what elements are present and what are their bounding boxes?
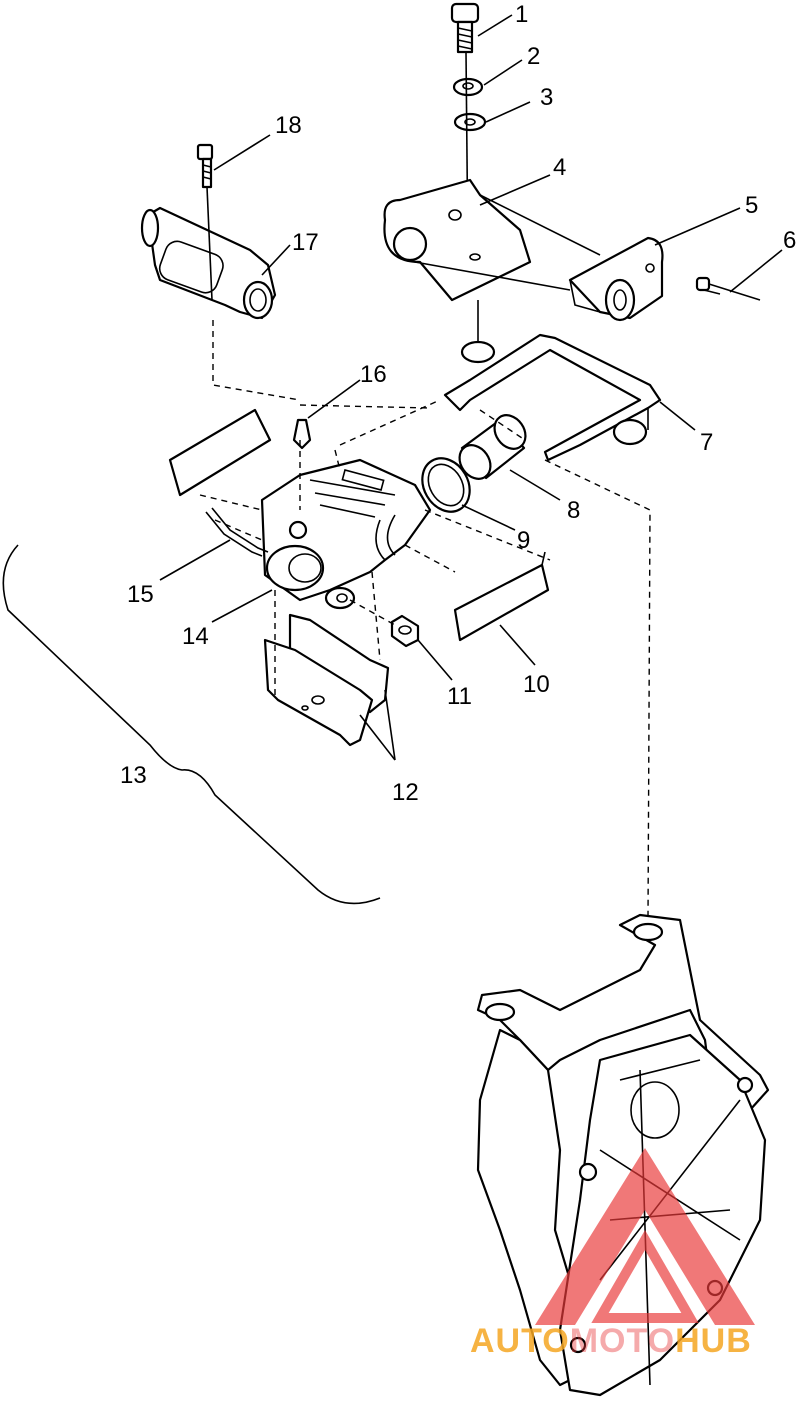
part-4-bracket <box>383 178 601 302</box>
watermark-text-moto: MOTO <box>570 1322 675 1360</box>
callout-numbers: 1 2 3 4 5 6 7 8 9 10 11 12 13 14 15 16 1… <box>120 1 796 806</box>
watermark-text-auto: AUTO <box>470 1322 570 1360</box>
callout-11: 11 <box>447 683 472 710</box>
callout-4: 4 <box>553 154 566 181</box>
watermark-inner-triangle-icon <box>591 1229 699 1323</box>
watermark-triangle-icon <box>535 1148 755 1325</box>
part-16-bleeder <box>292 418 312 450</box>
watermark-logo: AUTOMOTOHUB <box>470 1148 755 1360</box>
part-15-brake-line <box>205 507 269 557</box>
part-3-flat-washer <box>453 112 487 132</box>
part-6-cable <box>695 276 761 301</box>
caliper-shim <box>168 408 272 497</box>
part-13-assembly-brace <box>2 544 381 905</box>
part-1-bolt <box>450 2 480 54</box>
part-12-brake-pads <box>263 613 390 747</box>
part-17-master-cylinder <box>140 206 277 320</box>
part-5-arm <box>414 236 664 322</box>
part-8-bushing <box>458 414 527 480</box>
callout-17: 17 <box>292 229 319 256</box>
callout-5: 5 <box>745 192 758 219</box>
assembly-guide-lines <box>199 320 651 919</box>
callout-2: 2 <box>527 43 540 70</box>
callout-12: 12 <box>392 779 419 806</box>
callout-16: 16 <box>360 361 387 388</box>
part-9-o-ring <box>421 457 471 513</box>
callout-7: 7 <box>700 429 713 456</box>
callout-10: 10 <box>523 671 550 698</box>
part-11-nut <box>390 614 420 648</box>
callout-8: 8 <box>567 497 580 524</box>
watermark-text-hub: HUB <box>675 1322 752 1360</box>
callout-14: 14 <box>182 623 209 650</box>
callout-6: 6 <box>783 227 796 254</box>
callout-3: 3 <box>540 84 553 111</box>
part-14-caliper <box>260 458 432 610</box>
callout-13: 13 <box>120 762 147 789</box>
callout-1: 1 <box>515 1 528 28</box>
callout-9: 9 <box>517 527 530 554</box>
part-7-frame <box>443 333 662 462</box>
part-10-shim <box>453 551 550 642</box>
svg-text:AUTOMOTOHUB: AUTOMOTOHUB <box>470 1322 752 1360</box>
callout-18: 18 <box>275 112 302 139</box>
part-2-lock-washer <box>452 77 484 97</box>
leader-lines <box>159 14 783 761</box>
part-18-screw <box>196 143 214 301</box>
callout-15: 15 <box>127 581 154 608</box>
